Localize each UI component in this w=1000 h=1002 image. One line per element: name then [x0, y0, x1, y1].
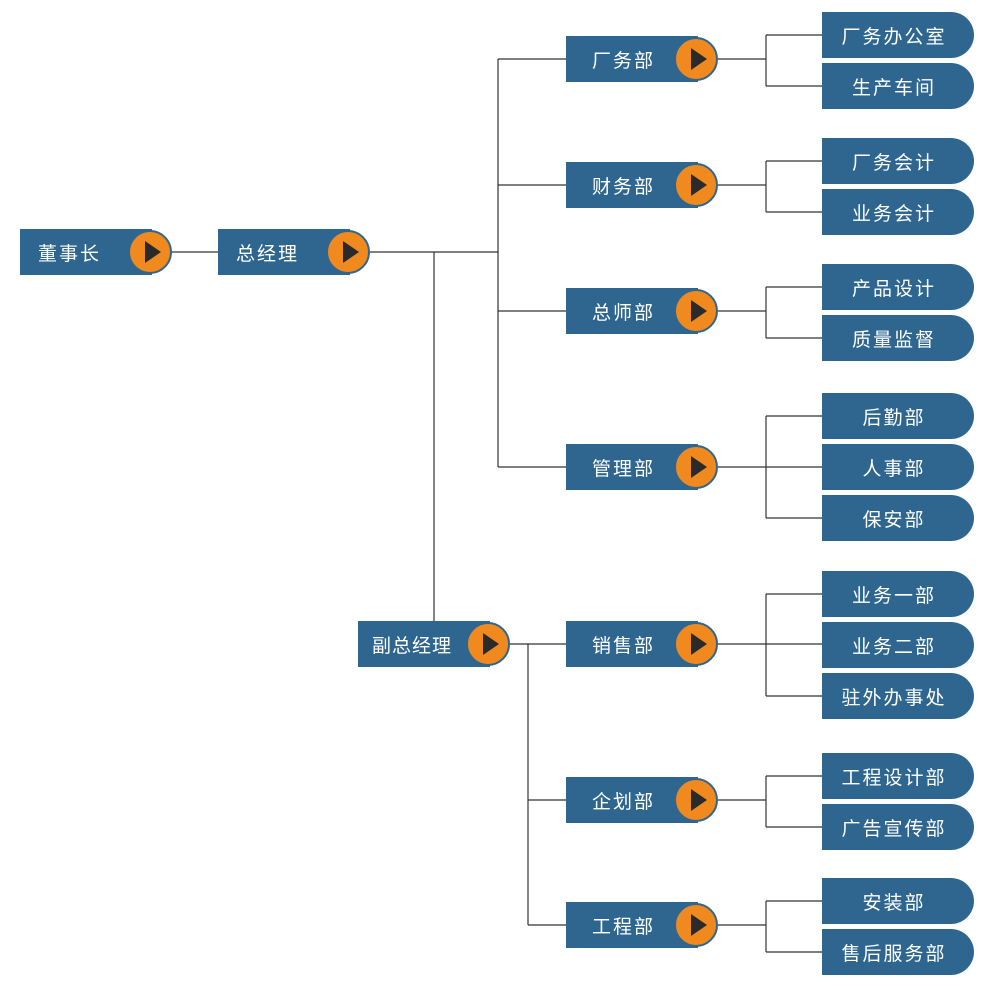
unit-label: 生产车间: [851, 76, 936, 99]
node-label: 董事长: [38, 242, 102, 265]
unit-label: 质量监督: [851, 328, 936, 351]
unit-label: 厂务办公室: [841, 25, 947, 48]
unit-label: 后勤部: [862, 406, 926, 429]
node-label: 财务部: [592, 175, 656, 198]
unit-production-workshop[interactable]: 生产车间: [822, 63, 974, 109]
dept-finance: 财务部: [566, 162, 718, 208]
play-arrow-icon[interactable]: [326, 230, 370, 274]
play-arrow-icon[interactable]: [674, 289, 718, 333]
unit-security[interactable]: 保安部: [822, 495, 974, 541]
unit-label: 业务会计: [851, 202, 936, 225]
unit-business-accounting[interactable]: 业务会计: [822, 189, 974, 235]
node-chairman: 董事长: [20, 229, 172, 275]
node-label: 总经理: [236, 242, 300, 265]
play-arrow-icon[interactable]: [674, 445, 718, 489]
unit-label: 厂务会计: [851, 151, 936, 174]
node-label: 企划部: [592, 790, 656, 813]
unit-quality-supervision[interactable]: 质量监督: [822, 315, 974, 361]
play-arrow-icon[interactable]: [128, 230, 172, 274]
unit-advertising[interactable]: 广告宣传部: [822, 804, 974, 850]
unit-business-one[interactable]: 业务一部: [822, 571, 974, 617]
play-arrow-icon[interactable]: [674, 37, 718, 81]
unit-label: 广告宣传部: [841, 817, 947, 840]
node-deputy-general-manager: 副总经理: [358, 621, 510, 667]
dept-chief-engineer: 总师部: [566, 288, 718, 334]
node-label: 销售部: [592, 634, 656, 657]
node-label: 管理部: [592, 457, 656, 480]
unit-label: 安装部: [862, 891, 926, 914]
unit-engineering-design[interactable]: 工程设计部: [822, 753, 974, 799]
unit-label: 售后服务部: [841, 942, 947, 965]
unit-label: 驻外办事处: [841, 686, 947, 709]
unit-after-sales[interactable]: 售后服务部: [822, 929, 974, 975]
unit-label: 保安部: [862, 508, 926, 531]
unit-label: 工程设计部: [841, 766, 947, 789]
node-general-manager: 总经理: [218, 229, 370, 275]
node-label: 副总经理: [372, 634, 453, 657]
play-arrow-icon[interactable]: [674, 778, 718, 822]
unit-field-office[interactable]: 驻外办事处: [822, 673, 974, 719]
play-arrow-icon[interactable]: [674, 163, 718, 207]
unit-business-two[interactable]: 业务二部: [822, 622, 974, 668]
play-arrow-icon[interactable]: [674, 622, 718, 666]
dept-management: 管理部: [566, 444, 718, 490]
unit-personnel[interactable]: 人事部: [822, 444, 974, 490]
node-label: 工程部: [592, 915, 656, 938]
node-label: 总师部: [592, 301, 656, 324]
unit-label: 人事部: [862, 457, 926, 480]
dept-planning: 企划部: [566, 777, 718, 823]
unit-label: 产品设计: [851, 277, 936, 300]
unit-product-design[interactable]: 产品设计: [822, 264, 974, 310]
unit-factory-office[interactable]: 厂务办公室: [822, 12, 974, 58]
play-arrow-icon[interactable]: [466, 622, 510, 666]
unit-label: 业务一部: [851, 584, 936, 607]
node-label: 厂务部: [592, 49, 656, 72]
dept-factory-affairs: 厂务部: [566, 36, 718, 82]
unit-logistics[interactable]: 后勤部: [822, 393, 974, 439]
play-arrow-icon[interactable]: [674, 903, 718, 947]
unit-installation[interactable]: 安装部: [822, 878, 974, 924]
dept-sales: 销售部: [566, 621, 718, 667]
dept-engineering: 工程部: [566, 902, 718, 948]
unit-label: 业务二部: [851, 635, 936, 658]
unit-factory-accounting[interactable]: 厂务会计: [822, 138, 974, 184]
